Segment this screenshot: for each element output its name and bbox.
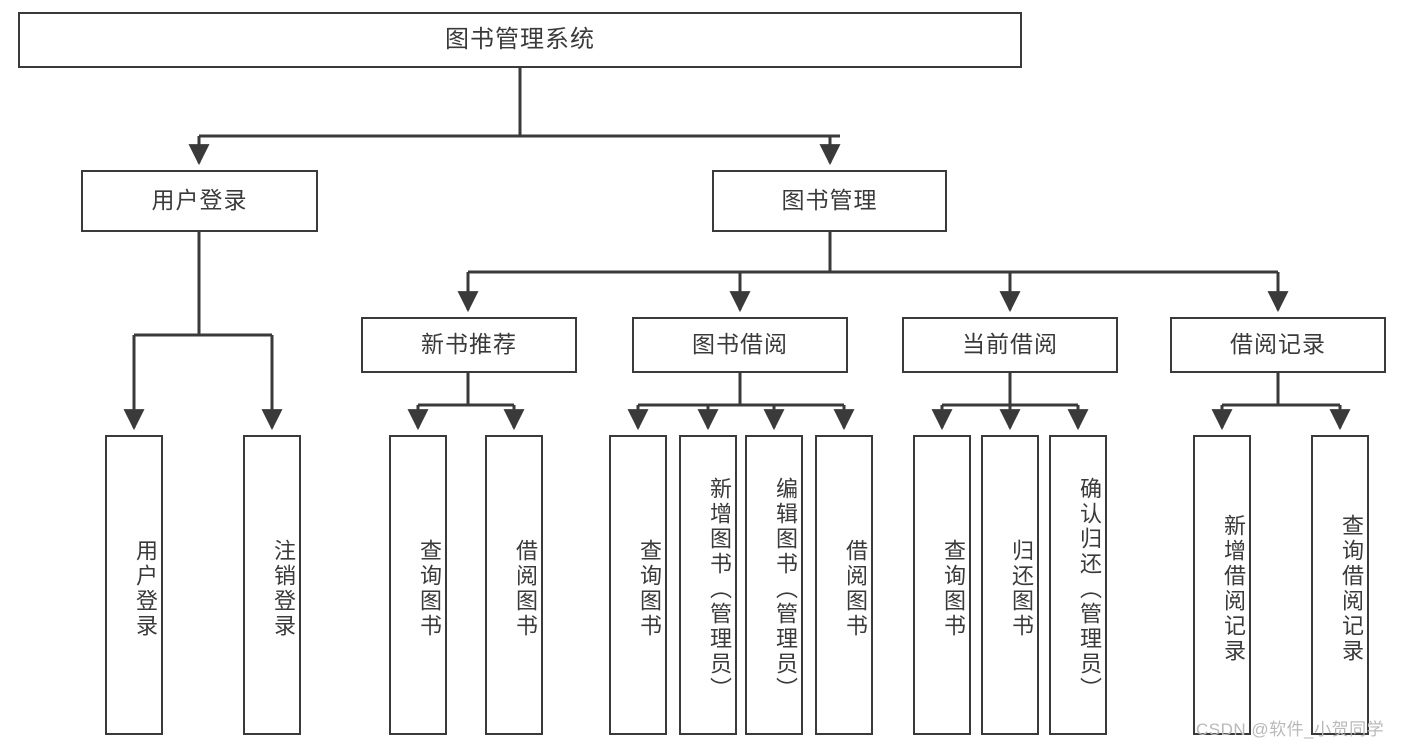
leaf-query-borrow-record[interactable]: 查询借阅记录 (1311, 435, 1369, 735)
leaf-add-book-admin[interactable]: 新增图书（管理员） (679, 435, 737, 735)
leaf-borrow-book[interactable]: 借阅图书 (815, 435, 873, 735)
leaf-confirm-return-admin[interactable]: 确认归还（管理员） (1049, 435, 1107, 735)
leaf-borrow-book-recommend[interactable]: 借阅图书 (485, 435, 543, 735)
watermark-text: CSDN @软件_小贺同学 (1196, 720, 1385, 739)
node-current-borrow[interactable]: 当前借阅 (902, 317, 1118, 373)
node-borrow-record[interactable]: 借阅记录 (1170, 317, 1386, 373)
node-book-borrow[interactable]: 图书借阅 (632, 317, 848, 373)
leaf-query-book-current[interactable]: 查询图书 (913, 435, 971, 735)
leaf-add-borrow-record[interactable]: 新增借阅记录 (1193, 435, 1251, 735)
leaf-query-book-borrow[interactable]: 查询图书 (609, 435, 667, 735)
node-root[interactable]: 图书管理系统 (18, 12, 1022, 68)
leaf-query-book-recommend[interactable]: 查询图书 (389, 435, 447, 735)
leaf-user-login[interactable]: 用户登录 (105, 435, 163, 735)
leaf-return-book[interactable]: 归还图书 (981, 435, 1039, 735)
leaf-edit-book-admin[interactable]: 编辑图书（管理员） (745, 435, 803, 735)
node-book-management[interactable]: 图书管理 (712, 170, 947, 232)
node-new-book-recommend[interactable]: 新书推荐 (361, 317, 577, 373)
leaf-logout[interactable]: 注销登录 (243, 435, 301, 735)
node-user-login[interactable]: 用户登录 (81, 170, 318, 232)
